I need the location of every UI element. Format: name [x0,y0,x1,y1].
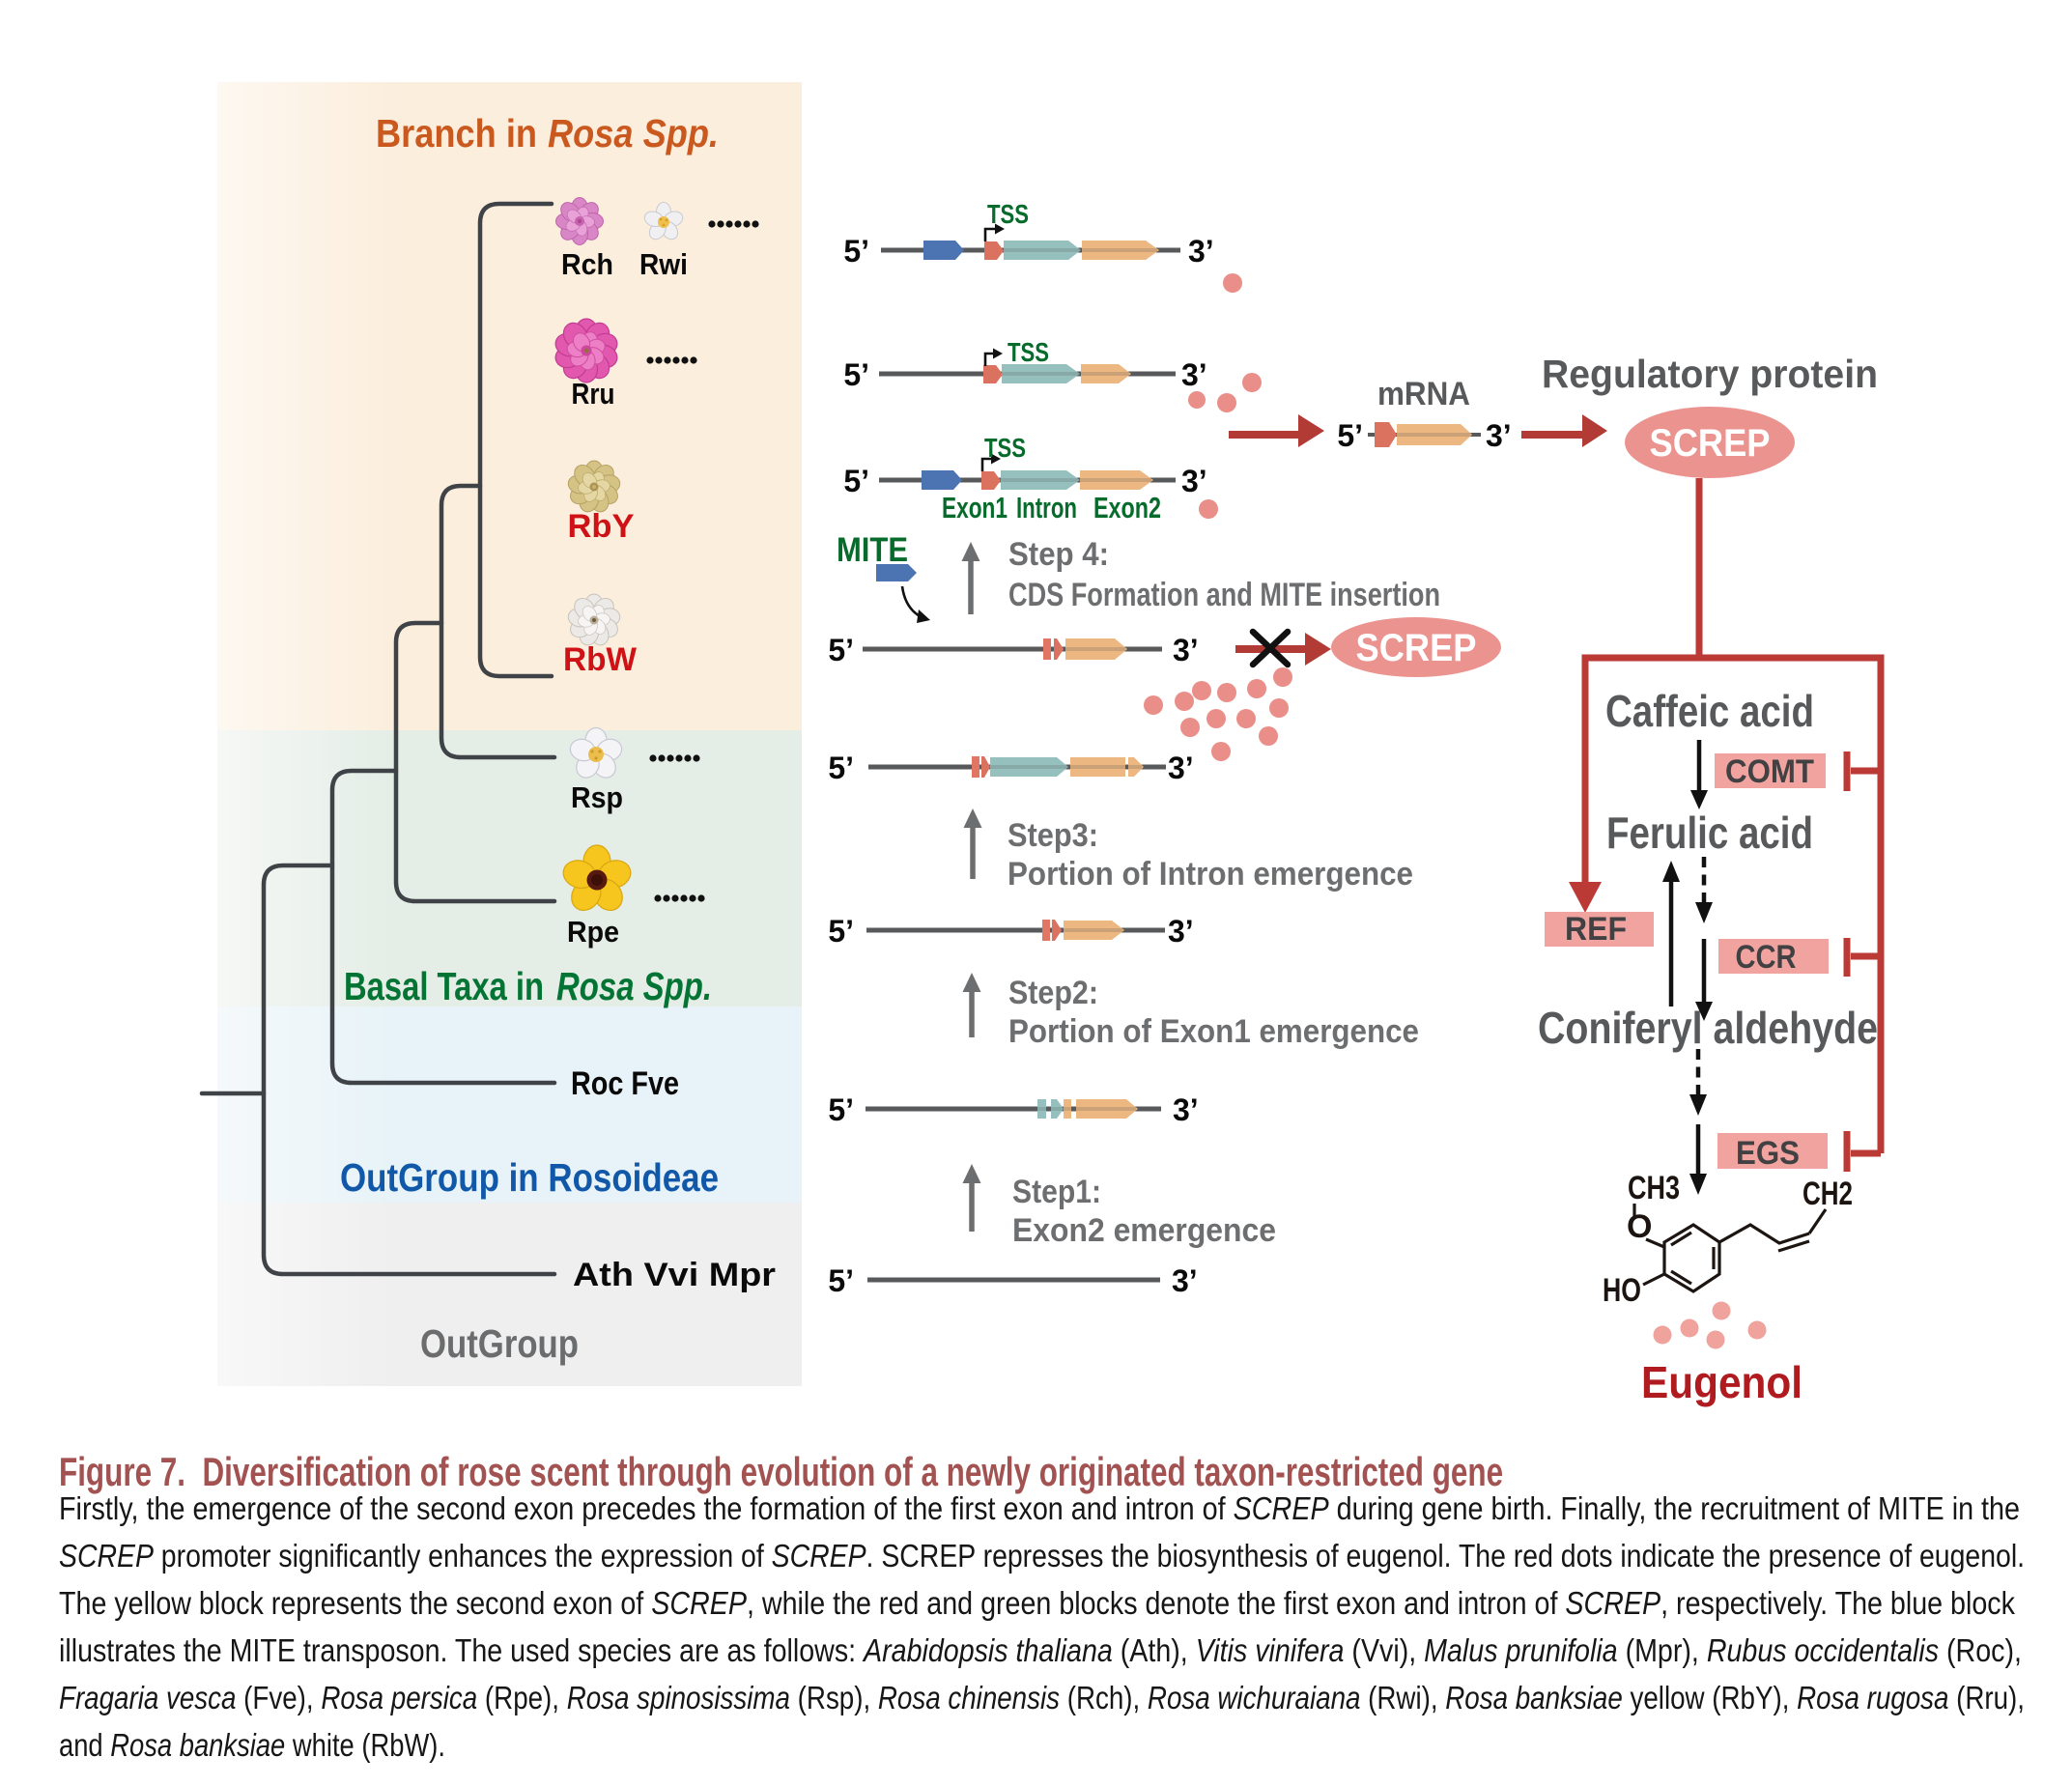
svg-text:Exon1: Exon1 [942,491,1008,524]
svg-text:RbY: RbY [568,508,635,545]
svg-text:5’: 5’ [828,1092,854,1127]
svg-text:5’: 5’ [843,357,869,392]
svg-text:Step3:: Step3: [1008,817,1098,854]
svg-text:Step 4:: Step 4: [1008,536,1109,573]
svg-text:3’: 3’ [1172,1263,1198,1298]
svg-text:5’: 5’ [843,464,869,498]
svg-text:Caffeic acid: Caffeic acid [1605,686,1814,736]
svg-text:5’: 5’ [828,914,854,949]
svg-text:5’: 5’ [828,751,854,785]
svg-text:REF: REF [1565,911,1627,948]
svg-text:3’: 3’ [1168,751,1194,785]
svg-text:Ath Vvi Mpr: Ath Vvi Mpr [573,1257,776,1293]
svg-text:CDS Formation and MITE inserti: CDS Formation and MITE insertion [1008,577,1440,613]
svg-text:Branch in: Branch in [376,111,537,156]
svg-text:Portion of Exon1 emergence: Portion of Exon1 emergence [1008,1013,1419,1050]
svg-text:HO: HO [1603,1272,1641,1309]
svg-text:SCREP: SCREP [1356,627,1477,669]
svg-text:Rsp: Rsp [571,780,623,814]
svg-text:Rpe: Rpe [567,915,619,949]
svg-text:Step1:: Step1: [1012,1174,1101,1210]
svg-text:5’: 5’ [828,633,854,667]
svg-text:Rru: Rru [572,377,615,411]
svg-text:5’: 5’ [828,1263,854,1298]
svg-text:O: O [1627,1208,1652,1245]
svg-text:OutGroup: OutGroup [420,1321,579,1366]
svg-text:CH3: CH3 [1628,1170,1680,1206]
svg-text:3’: 3’ [1173,1092,1199,1127]
svg-text:TSS: TSS [1008,337,1049,367]
svg-text:5’: 5’ [1337,418,1363,453]
svg-text:EGS: EGS [1736,1135,1800,1172]
svg-text:Roc Fve: Roc Fve [571,1065,679,1102]
svg-text:Rosa Spp.: Rosa Spp. [556,964,712,1008]
svg-text:3’: 3’ [1173,633,1199,667]
svg-text:Exon2 emergence: Exon2 emergence [1012,1212,1276,1249]
svg-text:CH2: CH2 [1802,1176,1853,1212]
svg-text:SCREP: SCREP [1650,422,1771,465]
svg-text:OutGroup in Rosoideae: OutGroup in Rosoideae [340,1155,719,1200]
svg-text:Ferulic acid: Ferulic acid [1606,808,1813,858]
svg-text:3’: 3’ [1168,914,1194,949]
svg-text:Eugenol: Eugenol [1641,1357,1802,1407]
svg-text:Rosa Spp.: Rosa Spp. [548,111,719,156]
svg-text:Step2:: Step2: [1008,975,1098,1011]
svg-text:3’: 3’ [1188,234,1214,269]
svg-text:COMT: COMT [1725,753,1814,790]
svg-text:CCR: CCR [1736,939,1797,976]
svg-text:5’: 5’ [843,234,869,269]
svg-text:mRNA: mRNA [1377,376,1470,412]
svg-text:RbW: RbW [563,641,638,678]
svg-text:Intron: Intron [1016,491,1077,524]
svg-text:Rch: Rch [561,247,613,281]
svg-text:TSS: TSS [984,433,1026,463]
svg-text:Portion of Intron emergence: Portion of Intron emergence [1008,856,1413,893]
svg-text:3’: 3’ [1181,464,1207,498]
svg-text:3’: 3’ [1181,357,1207,392]
svg-text:MITE: MITE [837,531,908,569]
svg-text:3’: 3’ [1486,418,1512,453]
svg-text:Regulatory protein: Regulatory protein [1542,352,1878,396]
svg-text:Rwi: Rwi [639,247,688,281]
svg-text:Basal Taxa in: Basal Taxa in [344,964,544,1008]
svg-text:TSS: TSS [987,199,1029,229]
svg-text:Exon2: Exon2 [1093,491,1161,524]
